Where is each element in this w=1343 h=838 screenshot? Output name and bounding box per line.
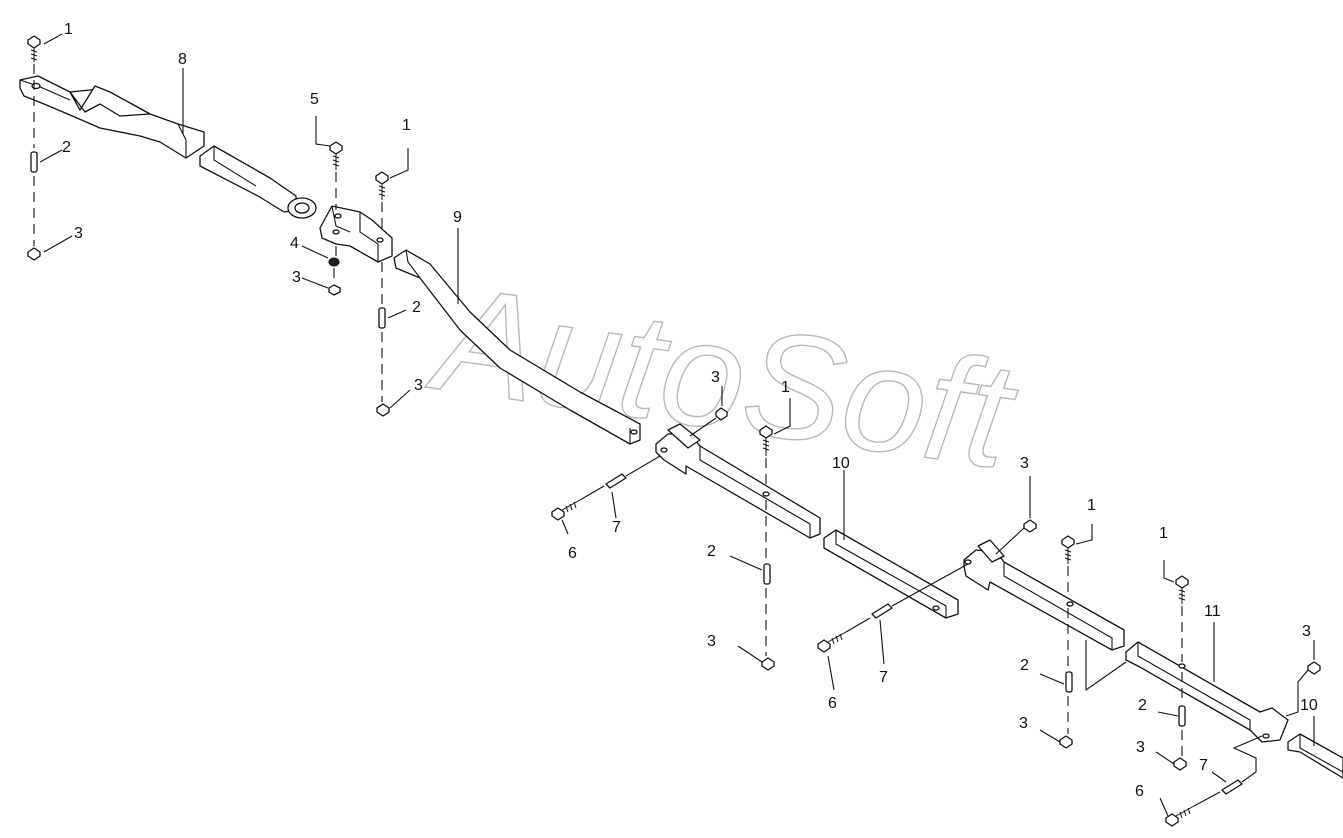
callout-2: 2 <box>1020 657 1029 674</box>
callout-10: 10 <box>832 455 850 472</box>
callout-3: 3 <box>74 225 83 242</box>
callout-3: 3 <box>1020 455 1029 472</box>
bolt-6-b <box>817 631 847 653</box>
callout-3: 3 <box>292 269 301 286</box>
bolt-6-a <box>551 499 581 521</box>
part-10-tube <box>823 529 959 619</box>
bolt-5 <box>329 141 343 170</box>
callout-8: 8 <box>178 51 187 68</box>
callout-1: 1 <box>1087 497 1096 514</box>
callout-6: 6 <box>1135 783 1144 800</box>
callout-5: 5 <box>310 91 319 108</box>
shear-pin-2-top-left <box>30 151 38 173</box>
part-8-tie-rod-arm <box>19 75 205 159</box>
callout-2: 2 <box>412 299 421 316</box>
tube-with-clevis-right <box>963 539 1125 651</box>
callout-1: 1 <box>781 379 790 396</box>
nut-3-g <box>1059 735 1073 749</box>
nut-3-top-left <box>27 247 41 261</box>
callout-10: 10 <box>1300 697 1318 714</box>
shear-pin-2-b <box>378 307 386 329</box>
callout-7: 7 <box>612 519 621 536</box>
callout-3: 3 <box>1302 623 1311 640</box>
nut-3-i <box>1173 757 1187 771</box>
shear-pin-2-e <box>1178 705 1186 727</box>
callout-1: 1 <box>64 21 73 38</box>
tie-rod <box>199 145 317 219</box>
callout-9: 9 <box>453 209 462 226</box>
tube-with-clevis-center <box>655 423 821 539</box>
callout-3: 3 <box>1019 715 1028 732</box>
callout-2: 2 <box>707 543 716 560</box>
callout-1: 1 <box>402 117 411 134</box>
callout-6: 6 <box>828 695 837 712</box>
callout-7: 7 <box>1199 757 1208 774</box>
bolt-1-d <box>1061 535 1075 564</box>
callout-2: 2 <box>62 139 71 156</box>
part-9-angled-tube <box>393 249 641 445</box>
part-10-tube-edge <box>1287 733 1343 779</box>
pin-7-a <box>605 473 627 489</box>
pin-7-b <box>871 603 893 619</box>
nut-3-e <box>761 657 775 671</box>
bolt-1-c <box>759 425 773 456</box>
callout-2: 2 <box>1138 697 1147 714</box>
nut-3-d <box>715 407 728 421</box>
callout-3: 3 <box>414 377 423 394</box>
callout-3: 3 <box>711 369 720 386</box>
pin-7-c <box>1221 779 1243 795</box>
callout-1: 1 <box>1159 525 1168 542</box>
bolt-1-top-left <box>27 35 41 62</box>
washer-4 <box>328 257 340 267</box>
shear-pin-2-c <box>763 563 771 585</box>
callout-3: 3 <box>707 633 716 650</box>
callout-4: 4 <box>290 235 299 252</box>
shear-pin-2-d <box>1065 671 1073 693</box>
nut-3-b <box>328 284 341 296</box>
bolt-1-e <box>1175 575 1189 604</box>
callout-7: 7 <box>879 669 888 686</box>
nut-3-c <box>376 403 390 417</box>
assembly-center-lines <box>33 64 1309 807</box>
nut-3-f <box>1023 519 1037 533</box>
callout-6: 6 <box>568 545 577 562</box>
callout-labels: 1 8 2 3 5 1 4 3 9 2 3 3 1 10 6 7 2 3 3 1… <box>62 21 1318 800</box>
part-11-tube <box>1125 641 1289 743</box>
bolt-6-c <box>1165 805 1195 827</box>
nut-3-h <box>1307 661 1321 675</box>
bracket-clevis-block <box>319 205 393 263</box>
callout-3: 3 <box>1136 739 1145 756</box>
callout-11: 11 <box>1204 603 1221 620</box>
callout-leaders <box>39 33 1315 817</box>
bolt-1-b <box>375 171 389 200</box>
